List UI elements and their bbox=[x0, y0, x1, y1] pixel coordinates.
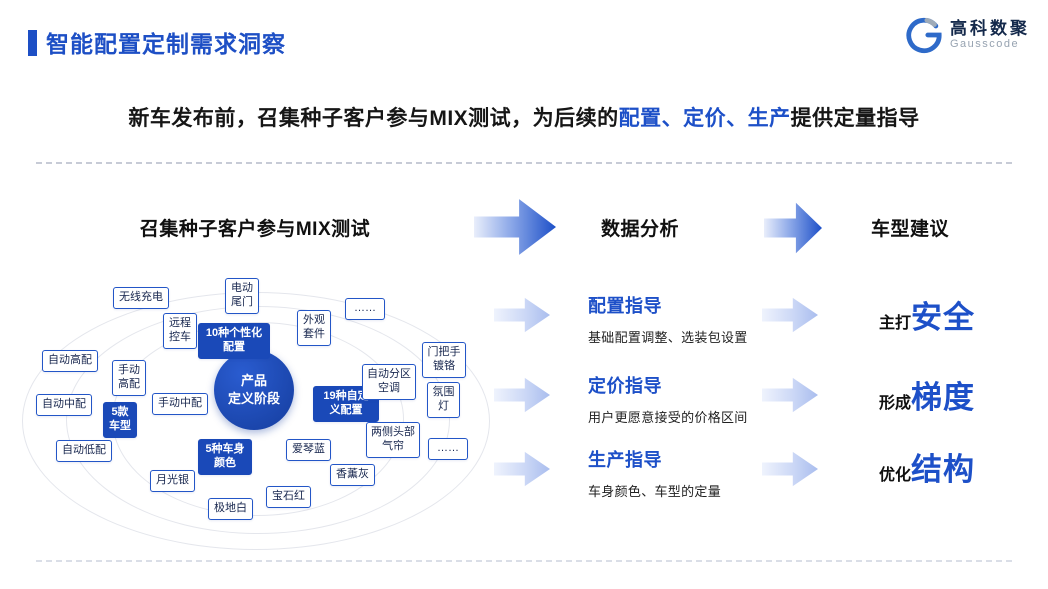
suggestion-prefix: 主打 bbox=[878, 315, 911, 332]
analysis-row: 配置指导 基础配置调整、选装包设置 bbox=[588, 292, 778, 346]
diagram-node: 自动低配 bbox=[56, 440, 112, 462]
step2-title: 数据分析 bbox=[600, 219, 679, 240]
logo-subname: Gausscode bbox=[950, 38, 1020, 51]
diagram-node: 爱琴蓝 bbox=[286, 439, 331, 461]
subtitle-post: 提供定量指导 bbox=[790, 107, 920, 130]
flow-arrow-large-1 bbox=[474, 199, 556, 255]
logo-name: 高科数聚 bbox=[950, 18, 1030, 38]
diagram-node-dark: 5款车型 bbox=[103, 402, 137, 438]
analysis-desc: 用户更愿意接受的价格区间 bbox=[588, 410, 748, 425]
diagram-node: 月光银 bbox=[150, 470, 195, 492]
diagram-node: 宝石红 bbox=[266, 486, 311, 508]
diagram-node-dark: 10种个性化配置 bbox=[198, 323, 270, 359]
analysis-desc: 基础配置调整、选装包设置 bbox=[588, 330, 748, 345]
diagram-node: 电动尾门 bbox=[225, 278, 259, 314]
step1-title: 召集种子客户参与MIX测试 bbox=[139, 219, 371, 240]
suggestion-keyword: 结构 bbox=[911, 452, 975, 487]
diagram-node-dark: 5种车身颜色 bbox=[198, 439, 252, 475]
suggestion-prefix: 形成 bbox=[878, 395, 911, 412]
diagram-node: 无线充电 bbox=[113, 287, 169, 309]
title-accent-bar bbox=[28, 30, 37, 56]
diagram-node: 自动中配 bbox=[36, 394, 92, 416]
gausscode-logo: 高科数聚 Gausscode bbox=[905, 16, 1030, 54]
diagram-node: …… bbox=[428, 438, 468, 460]
diagram-node: 门把手镀铬 bbox=[422, 342, 466, 378]
subtitle: 新车发布前，召集种子客户参与MIX测试，为后续的配置、定价、生产提供定量指导 bbox=[0, 102, 1048, 132]
diagram-node: 香薰灰 bbox=[330, 464, 375, 486]
analysis-title: 配置指导 bbox=[588, 296, 662, 316]
mix-test-diagram: 产品 定义阶段 无线充电 电动尾门 远程控车 10种个性化配置 外观套件 …… … bbox=[22, 250, 510, 562]
subtitle-pre: 新车发布前，召集种子客户参与MIX测试，为后续的 bbox=[128, 107, 619, 130]
suggestion-row: 主打 安全 bbox=[842, 292, 1012, 337]
analysis-row: 定价指导 用户更愿意接受的价格区间 bbox=[588, 372, 778, 426]
diagram-node: 自动高配 bbox=[42, 350, 98, 372]
analysis-row: 生产指导 车身颜色、车型的定量 bbox=[588, 446, 778, 500]
diagram-center-line2: 定义阶段 bbox=[227, 391, 280, 406]
analysis-title: 生产指导 bbox=[588, 450, 662, 470]
page-title: 智能配置定制需求洞察 bbox=[46, 31, 286, 57]
suggestion-prefix: 优化 bbox=[878, 467, 911, 484]
step3-title: 车型建议 bbox=[870, 219, 949, 240]
diagram-node: 极地白 bbox=[208, 498, 253, 520]
suggestion-row: 优化 结构 bbox=[842, 444, 1012, 489]
suggestion-keyword: 梯度 bbox=[911, 380, 975, 415]
diagram-node: 外观套件 bbox=[297, 310, 331, 346]
diagram-center-line1: 产品 bbox=[240, 373, 267, 389]
diagram-node: 自动分区空调 bbox=[362, 364, 416, 400]
divider-top bbox=[36, 162, 1012, 164]
suggestion-row: 形成 梯度 bbox=[842, 372, 1012, 417]
divider-bottom bbox=[36, 560, 1012, 562]
suggestion-keyword: 安全 bbox=[911, 300, 975, 335]
logo-text: 高科数聚 Gausscode bbox=[950, 19, 1030, 51]
subtitle-highlight: 配置、定价、生产 bbox=[618, 107, 791, 130]
diagram-node: 两侧头部气帘 bbox=[366, 422, 420, 458]
diagram-center: 产品 定义阶段 bbox=[214, 350, 294, 430]
diagram-node: 手动中配 bbox=[152, 393, 208, 415]
diagram-node: 氛围灯 bbox=[427, 382, 460, 418]
diagram-node: 手动高配 bbox=[112, 360, 146, 396]
analysis-title: 定价指导 bbox=[588, 376, 662, 396]
gausscode-logo-icon bbox=[906, 17, 942, 54]
flow-arrow-large-2 bbox=[764, 202, 822, 254]
analysis-desc: 车身颜色、车型的定量 bbox=[588, 484, 722, 499]
diagram-node: 远程控车 bbox=[163, 313, 197, 349]
diagram-node: …… bbox=[345, 298, 385, 320]
